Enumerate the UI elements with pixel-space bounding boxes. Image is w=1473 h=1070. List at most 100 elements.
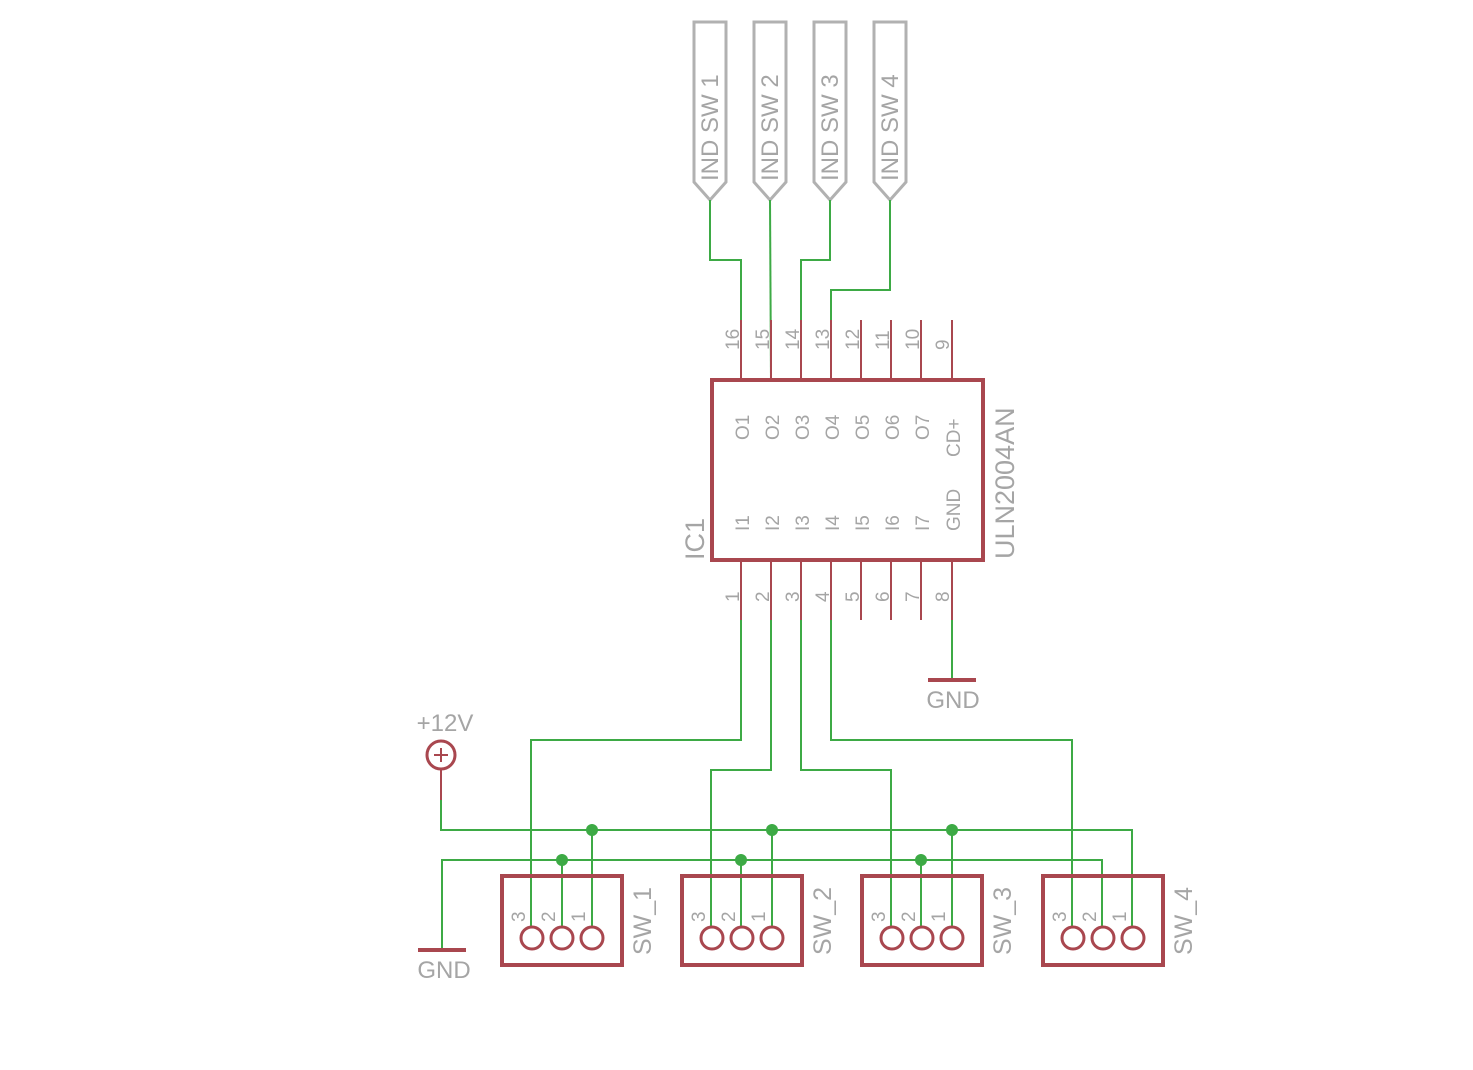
- ic-pin-label: O4: [823, 414, 844, 440]
- connector-pin-number: 3: [1050, 911, 1071, 922]
- supply-12v: +12V: [417, 710, 474, 800]
- ic-pin-label: O6: [883, 415, 904, 440]
- connector-pin-number: 2: [539, 911, 560, 922]
- junction-dot: [735, 854, 747, 866]
- connector-pad: [939, 925, 965, 951]
- ic-pin-number: 7: [903, 591, 924, 602]
- ground-label: GND: [417, 957, 470, 984]
- ic-pin-number: 3: [783, 591, 804, 602]
- connector-pin-number: 3: [869, 911, 890, 922]
- ic-pin-number: 1: [723, 591, 744, 602]
- ic-pin-label: CD+: [944, 418, 965, 457]
- ic-pin-number: 5: [843, 591, 864, 602]
- ic-pin-label: I4: [823, 515, 844, 531]
- ic-top-pins: [740, 320, 953, 380]
- ic-pin-number: 10: [903, 329, 924, 350]
- ic-pin-label: I7: [913, 515, 934, 531]
- ic-pin-label: I1: [733, 515, 754, 531]
- net-label-text: IND SW 4: [877, 74, 904, 181]
- junction-dot: [766, 824, 778, 836]
- junction-dot: [946, 824, 958, 836]
- connector-pin-number: 1: [749, 911, 770, 922]
- connector-pad: [519, 925, 545, 951]
- wire-in3-sw3: [800, 620, 892, 938]
- net-label-ind-sw-3: IND SW 3: [812, 20, 848, 203]
- ic-pin-number: 6: [873, 591, 894, 602]
- supply-label: +12V: [417, 710, 474, 737]
- connector-name: SW_1: [629, 887, 657, 955]
- ic-pin-number: 16: [723, 329, 744, 350]
- ic-pin-label: O1: [733, 415, 754, 440]
- net-label-text: IND SW 3: [817, 74, 844, 181]
- net-label-text: IND SW 1: [697, 74, 724, 181]
- connector-name: SW_2: [809, 887, 837, 955]
- connector-pin-number: 2: [899, 911, 920, 922]
- ic-body: [710, 378, 985, 562]
- wire-ind-sw-3: [800, 200, 831, 380]
- connector-pad: [1060, 925, 1086, 951]
- ic-pin-label: GND: [944, 489, 965, 531]
- net-label-ind-sw-4: IND SW 4: [872, 20, 908, 203]
- wire-in1-sw1: [530, 620, 742, 938]
- net-label-text: IND SW 2: [757, 74, 784, 181]
- ic-pin-label: O7: [913, 415, 934, 440]
- connector-pin-number: 1: [569, 911, 590, 922]
- ic-pin-number: 9: [933, 339, 954, 350]
- connector-pad: [699, 925, 725, 951]
- connector-body: [1041, 874, 1165, 967]
- ground-label: GND: [926, 687, 979, 714]
- wire-ind-sw-1: [709, 200, 742, 380]
- ic-pin-label: I2: [763, 515, 784, 531]
- ic-pin-label: I6: [883, 515, 904, 531]
- ic-pin-label: I3: [793, 515, 814, 531]
- connector-pad: [759, 925, 785, 951]
- junction-dot: [556, 854, 568, 866]
- connector-pin-number: 2: [719, 911, 740, 922]
- ic-pin-number: 4: [813, 591, 834, 602]
- connector-name: SW_3: [989, 887, 1017, 955]
- ic-pin-label: O5: [853, 415, 874, 440]
- connector-pin-number: 3: [689, 911, 710, 922]
- ic-pin-number: 14: [783, 328, 804, 350]
- connector-pad: [879, 925, 905, 951]
- ic-bottom-pins: [740, 560, 953, 620]
- connector-name: SW_4: [1170, 887, 1198, 955]
- connector-pin-number: 2: [1080, 911, 1101, 922]
- connector-body: [860, 874, 984, 967]
- connector-pin-number: 1: [1110, 911, 1131, 922]
- ic-pin-number: 11: [873, 330, 894, 350]
- connector-pad: [729, 925, 755, 951]
- connector-sw-4: 3 2 1 SW_4: [1041, 874, 1198, 967]
- ic-pin-number: 15: [753, 329, 774, 350]
- connector-sw-3: 3 2 1 SW_3: [860, 874, 1017, 967]
- connector-pad: [579, 925, 605, 951]
- connector-body: [500, 874, 624, 967]
- junction-dot: [915, 854, 927, 866]
- wires: [440, 199, 1133, 950]
- ic-pin-label: O3: [793, 415, 814, 440]
- wire-in2-sw2: [710, 620, 772, 938]
- ground-left: GND: [417, 948, 471, 984]
- ic-value: ULN2004AN: [990, 407, 1020, 559]
- connector-pin-number: 3: [509, 911, 530, 922]
- ic-uln2004an: 16 15 14 13 12 11 10 9 O1 O2 O3 O4 O5 O6…: [680, 320, 1020, 620]
- connector-body: [680, 874, 804, 967]
- net-label-ind-sw-1: IND SW 1: [692, 20, 728, 203]
- junctions: [556, 824, 958, 866]
- connector-pin-number: 1: [929, 911, 950, 922]
- connector-sw-1: 3 2 1 SW_1: [500, 874, 657, 967]
- ic-pin-number: 2: [753, 591, 774, 602]
- ic-pin-number: 8: [933, 591, 954, 602]
- connector-pad: [549, 925, 575, 951]
- connector-pad: [909, 925, 935, 951]
- wire-in4-sw4: [830, 620, 1073, 938]
- ic-pin-label: O2: [763, 415, 784, 440]
- ic-pin-label: I5: [853, 515, 874, 531]
- connector-sw-2: 3 2 1 SW_2: [680, 874, 837, 967]
- ic-pin-number: 12: [843, 329, 864, 350]
- net-label-ind-sw-2: IND SW 2: [752, 20, 788, 203]
- connector-pad: [1120, 925, 1146, 951]
- connector-pad: [1090, 925, 1116, 951]
- junction-dot: [586, 824, 598, 836]
